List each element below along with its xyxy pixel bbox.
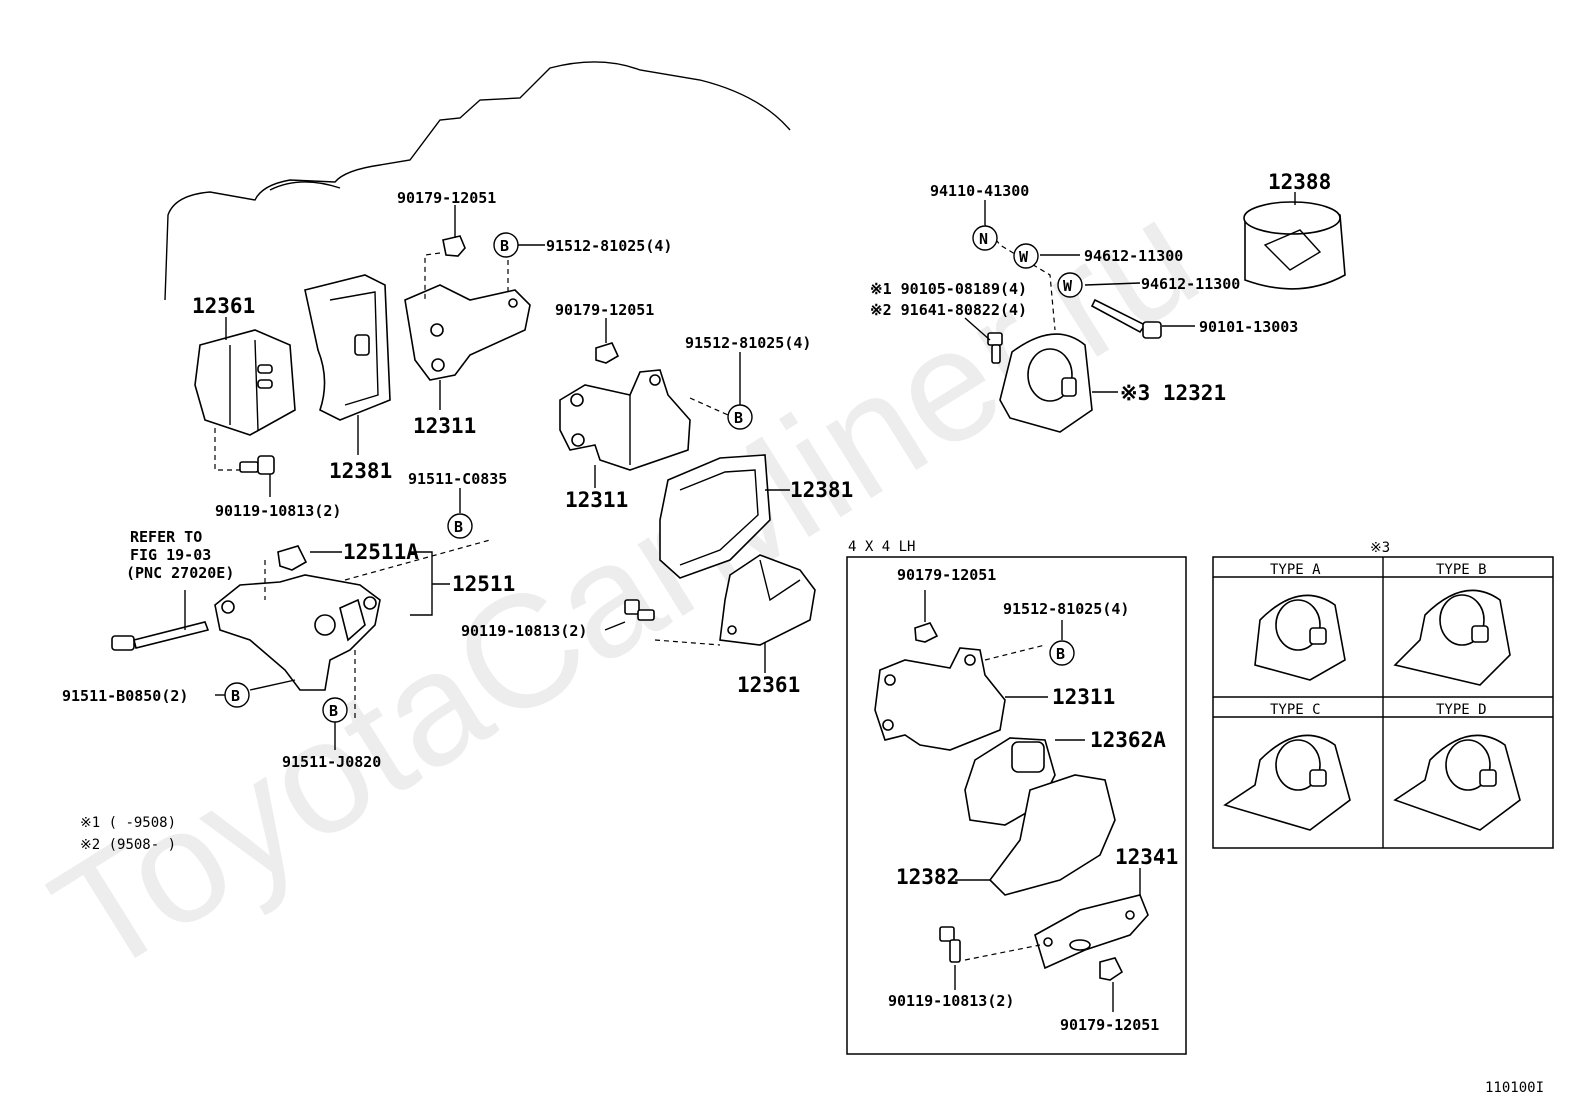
label-90179-top: 90179-12051 [397,189,496,207]
label-90119-4x4: 90119-10813(2) [888,992,1014,1010]
insulator-12361-center [719,554,816,646]
type-c-mount [1223,734,1351,831]
callout-n: N [972,225,998,251]
nut-90179-top [442,235,466,257]
label-90119-left: 90119-10813(2) [215,502,341,520]
bracket-12311-left [404,284,531,381]
svg-text:B: B [231,687,240,705]
label-90119-center: 90119-10813(2) [461,622,587,640]
bracket-12311-4x4 [874,647,1006,751]
label-91511-j0820: 91511-J0820 [282,753,381,771]
note-1: ※1 ( -9508) [80,815,176,831]
callout-b-2: B [727,404,753,430]
type-d-label: TYPE D [1436,702,1487,718]
label-12382: 12382 [896,865,959,889]
bolt-90105 [987,332,1003,364]
nut-90179-4x4-bottom [1099,957,1124,981]
engine-cap [269,181,341,191]
stopper-12382 [988,774,1116,896]
bracket-12511 [214,574,381,691]
stopper-12381-center [659,454,771,579]
svg-text:B: B [454,518,463,536]
box-title-4x4: 4 X 4 LH [848,539,915,555]
label-12361-left: 12361 [192,294,255,318]
label-12341: 12341 [1115,845,1178,869]
label-12311-left: 12311 [413,414,476,438]
bolt-90101 [1090,298,1162,339]
label-12511A: 12511A [343,540,419,564]
svg-text:B: B [329,702,338,720]
figure-code: 110100I [1485,1080,1544,1096]
type-c-label: TYPE C [1270,702,1321,718]
type-b-label: TYPE B [1436,562,1487,578]
note-2: ※2 (9508- ) [80,837,176,853]
callout-b-5: B [322,697,348,723]
svg-text:B: B [1056,645,1065,663]
label-94110: 94110-41300 [930,182,1029,200]
label-refer-1: REFER TO [130,528,202,546]
callout-b-1: B [493,232,519,258]
type-table [1212,556,1554,849]
label-12311-4x4: 12311 [1052,685,1115,709]
label-91512-top: 91512-81025(4) [546,237,672,255]
label-94612-b: 94612-11300 [1141,275,1240,293]
callout-b-3: B [447,513,473,539]
label-90179-center: 90179-12051 [555,301,654,319]
label-94612-a: 94612-11300 [1084,247,1183,265]
type-table-title: ※3 [1370,540,1390,556]
label-91511-b0850: 91511-B0850(2) [62,687,188,705]
svg-text:B: B [500,237,509,255]
label-12311-center: 12311 [565,488,628,512]
label-12381-center: 12381 [790,478,853,502]
label-91512-4x4: 91512-81025(4) [1003,600,1129,618]
label-90179-4x4-top: 90179-12051 [897,566,996,584]
svg-text:B: B [734,409,743,427]
label-90105: ※1 90105-08189(4) [870,280,1027,298]
box-4x4-lh [846,556,1187,1055]
mount-12321 [999,333,1093,433]
callout-b-6: B [1049,640,1075,666]
type-a-label: TYPE A [1270,562,1321,578]
nut-90179-center [595,342,620,364]
type-b-mount [1393,589,1511,686]
callout-w-2: W [1057,272,1083,298]
long-bolt-refer [111,621,210,651]
label-90101: 90101-13003 [1199,318,1298,336]
label-12381-left: 12381 [329,459,392,483]
label-refer-2: FIG 19-03 [130,546,211,564]
label-refer-3: (PNC 27020E) [126,564,234,582]
label-12388: 12388 [1268,170,1331,194]
bushing-12388 [1243,201,1346,290]
svg-text:W: W [1019,248,1029,266]
insulator-12361-left [194,329,296,436]
leader-lines [184,192,1296,1012]
callout-b-4: B [224,682,250,708]
plate-12341 [1034,894,1149,970]
label-12511: 12511 [452,572,515,596]
label-91641: ※2 91641-80822(4) [870,301,1027,319]
bolt-90119-center [624,599,655,621]
label-12362A: 12362A [1090,728,1166,752]
label-91511-c0835: 91511-C0835 [408,470,507,488]
type-a-mount [1254,594,1346,681]
bracket-12311-center [559,369,691,471]
engine-outline [164,61,791,301]
label-91512-center: 91512-81025(4) [685,334,811,352]
bolt-90119-left [239,455,275,475]
leader-12361-bolt [214,428,255,471]
svg-text:W: W [1063,277,1073,295]
type-d-mount [1393,734,1521,831]
stopper-12381-left [304,274,391,421]
label-90179-4x4-bottom: 90179-12051 [1060,1016,1159,1034]
nut-90179-4x4-top [914,622,939,643]
bolt-90119-4x4 [939,926,961,963]
label-12321: ※3 12321 [1120,381,1226,405]
svg-text:N: N [979,230,988,248]
bushing-12511A [277,545,308,571]
callout-w-1: W [1013,243,1039,269]
label-12361-center: 12361 [737,673,800,697]
